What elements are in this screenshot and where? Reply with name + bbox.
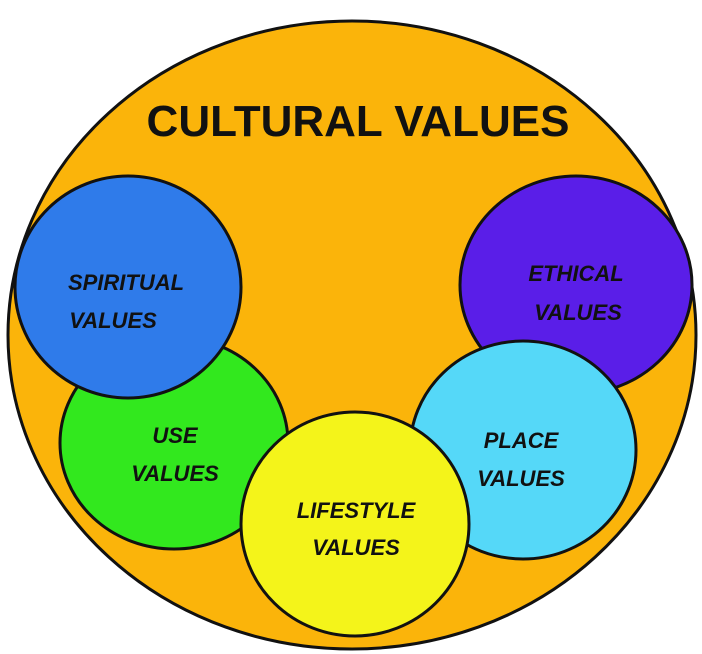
lifestyle-values-label-line1: LIFESTYLE: [297, 498, 417, 523]
place-values-label-line1: PLACE: [484, 428, 560, 453]
place-values-label-line2: VALUES: [477, 466, 565, 491]
spiritual-values-label-line1: SPIRITUAL: [68, 270, 184, 295]
diagram-title: CULTURAL VALUES: [147, 97, 570, 146]
lifestyle-values-group: LIFESTYLE VALUES: [239, 410, 471, 638]
spiritual-values-group: SPIRITUAL VALUES: [13, 174, 243, 400]
spiritual-values-label-line2: VALUES: [69, 308, 157, 333]
ethical-values-label-line1: ETHICAL: [528, 261, 623, 286]
lifestyle-values-label-line2: VALUES: [312, 535, 400, 560]
ethical-values-label-line2: VALUES: [534, 300, 622, 325]
use-values-label-line1: USE: [152, 423, 199, 448]
lifestyle-values-circle: [239, 410, 471, 638]
ethical-values-group: ETHICAL VALUES: [458, 174, 694, 396]
spiritual-values-circle: [13, 174, 243, 400]
use-values-label-line2: VALUES: [131, 461, 219, 486]
